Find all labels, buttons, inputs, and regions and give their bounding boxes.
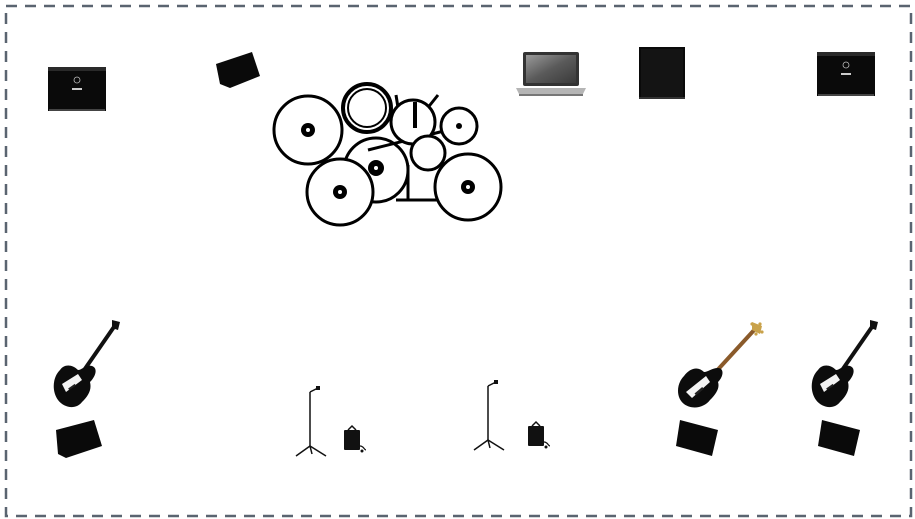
guitar-amp-right <box>816 51 876 97</box>
electric-guitar-right <box>806 318 880 410</box>
drum-kit <box>268 80 508 230</box>
mic-stand-2 <box>470 378 508 454</box>
electric-guitar-left <box>48 318 122 410</box>
monitor-wedge-downstage-left <box>54 418 104 460</box>
monitor-wedge-downstage-right <box>814 418 864 460</box>
monitor-wedge-upstage-left <box>212 50 262 92</box>
mic-stand-1 <box>292 384 330 460</box>
monitor-wedge-downstage-center-right <box>672 418 722 460</box>
di-box-1 <box>342 424 368 454</box>
bass-guitar <box>672 320 764 410</box>
di-box-2 <box>526 420 552 450</box>
laptop <box>515 51 587 97</box>
speaker-cabinet <box>638 46 686 100</box>
guitar-amp-left <box>47 66 107 112</box>
